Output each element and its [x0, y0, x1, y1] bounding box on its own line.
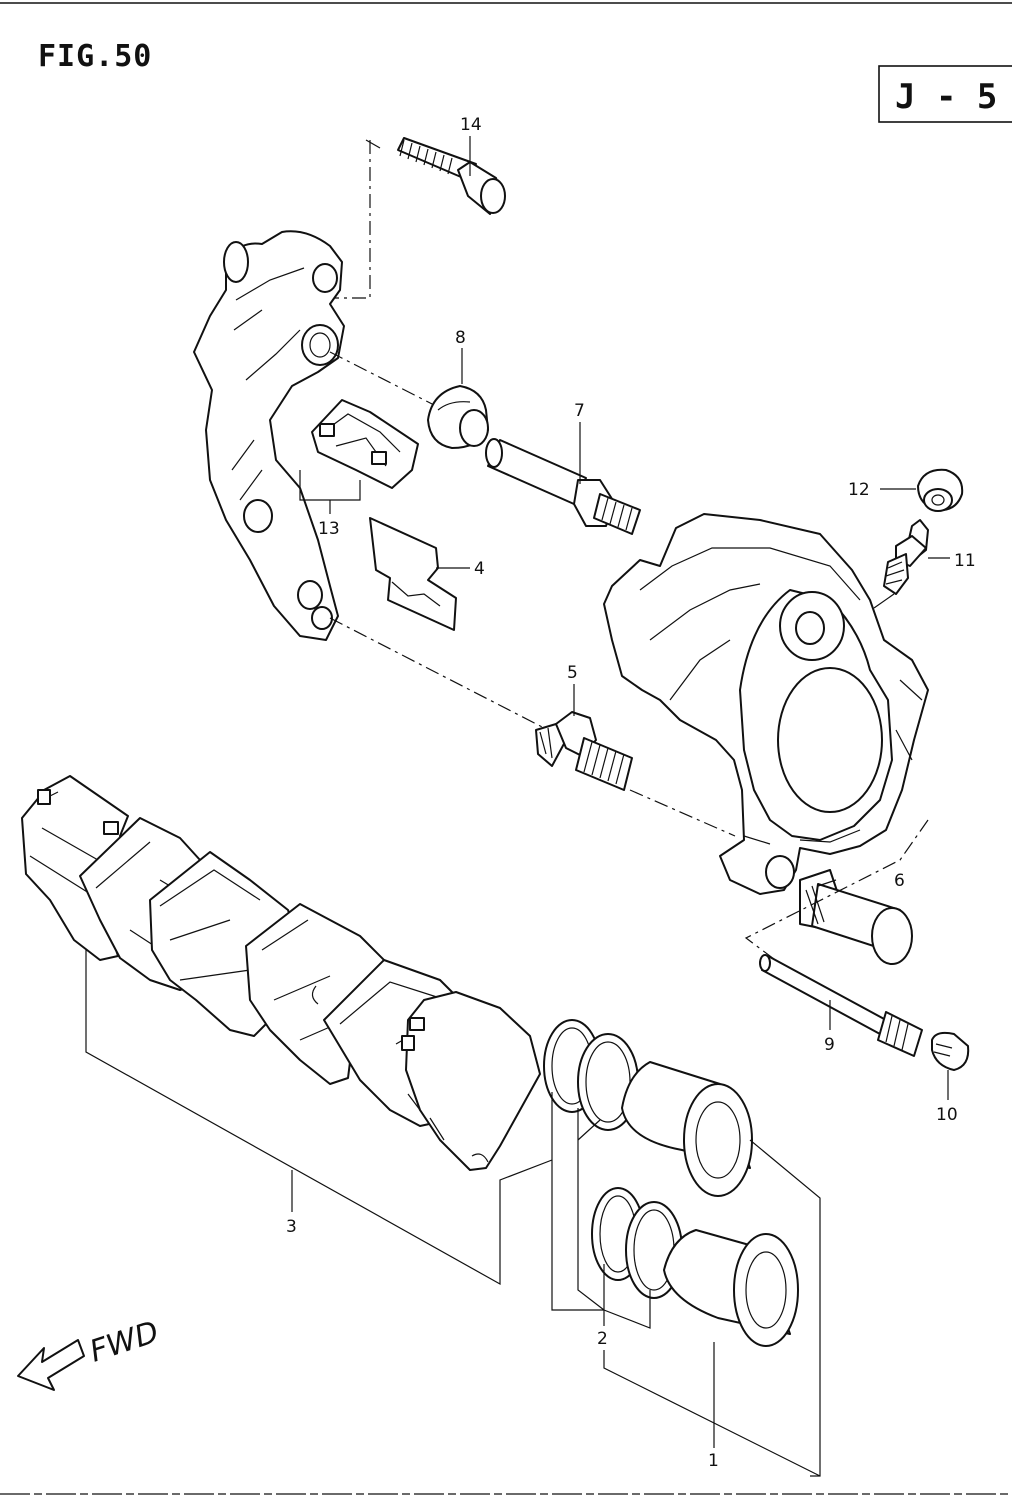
- forward-direction-arrow: FWD: [17, 1315, 163, 1391]
- reference-code-box: J - 5: [878, 65, 1012, 123]
- svg-text:FWD: FWD: [86, 1315, 163, 1370]
- part-1-piston-lower: [663, 1229, 799, 1347]
- callout-8: 8: [455, 328, 466, 348]
- part-14-bolt: [397, 137, 506, 215]
- part-11-bleeder-valve: [883, 519, 929, 595]
- callout-11: 11: [954, 551, 976, 571]
- part-13-pad-spring: [311, 399, 419, 489]
- callout-14: 14: [460, 115, 482, 135]
- part-12-bleeder-cap: [917, 468, 964, 512]
- figure-title: FIG.50: [38, 39, 152, 74]
- callout-12: 12: [848, 480, 870, 500]
- part-9-long-pin: [759, 954, 923, 1057]
- part-1-piston-upper: [621, 1061, 753, 1197]
- callout-13: 13: [318, 519, 340, 539]
- callout-1: 1: [708, 1451, 719, 1471]
- caliper-bracket: [193, 230, 345, 641]
- callout-3: 3: [286, 1217, 297, 1237]
- callout-5: 5: [567, 663, 578, 683]
- part-5-pin-bolt: [535, 711, 633, 791]
- part-8-boot: [427, 385, 489, 449]
- callout-6: 6: [894, 871, 905, 891]
- part-3-brake-pads: [21, 775, 541, 1171]
- part-7-slide-pin: [485, 438, 641, 535]
- callout-10: 10: [936, 1105, 958, 1125]
- callout-7: 7: [574, 401, 585, 421]
- svg-text:J - 5: J - 5: [895, 77, 997, 117]
- part-4-shim: [369, 517, 457, 631]
- callout-2: 2: [597, 1329, 608, 1349]
- callout-4: 4: [474, 559, 485, 579]
- part-10-cap: [931, 1031, 970, 1071]
- part-6-slide-pin: [799, 869, 913, 965]
- callout-9: 9: [824, 1035, 835, 1055]
- caliper-body: [603, 513, 929, 895]
